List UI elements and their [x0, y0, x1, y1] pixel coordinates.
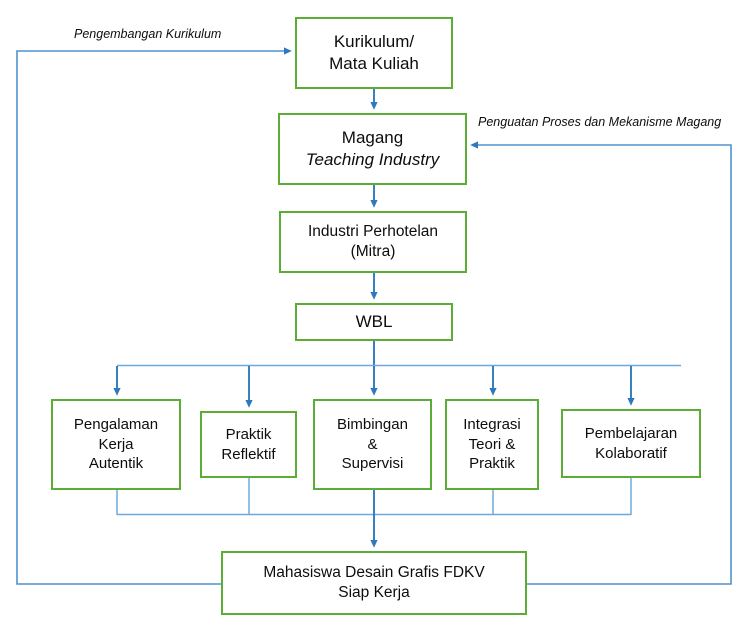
node-industri-line-2: (Mitra) — [350, 243, 396, 260]
node-kurikulum-line-1: Kurikulum/ — [333, 31, 415, 51]
edge-feedback-pengembangan — [16, 47, 292, 585]
node-integrasi-line-1: Integrasi — [463, 415, 521, 433]
node-pembelajaran-line-1: Pembelajaran — [584, 424, 678, 442]
node-magang-teaching-industry[interactable]: Magang Teaching Industry — [278, 113, 467, 185]
node-bimbingan-line-3: Supervisi — [341, 455, 404, 473]
node-praktik-reflektif[interactable]: Praktik Reflektif — [200, 411, 297, 478]
node-integrasi-teori-praktik[interactable]: Integrasi Teori & Praktik — [445, 399, 539, 490]
node-praktik-line-1: Praktik — [225, 425, 272, 443]
node-magang-line-2: Teaching Industry — [305, 150, 440, 169]
node-pengalaman-kerja-autentik[interactable]: Pengalaman Kerja Autentik — [51, 399, 181, 490]
node-pembelajaran-line-2: Kolaboratif — [595, 444, 667, 462]
node-pembelajaran-kolaboratif[interactable]: Pembelajaran Kolaboratif — [561, 409, 701, 478]
edge-feedback-penguatan — [470, 141, 732, 585]
node-integrasi-line-3: Praktik — [469, 455, 515, 473]
node-magang-line-1: Magang — [341, 127, 404, 147]
node-mahasiswa-line-2: Siap Kerja — [338, 584, 410, 601]
node-praktik-line-2: Reflektif — [221, 445, 276, 463]
node-bimbingan-line-1: Bimbingan — [337, 415, 408, 433]
node-kurikulum-line-2: Mata Kuliah — [329, 54, 419, 73]
node-bimbingan-supervisi[interactable]: Bimbingan & Supervisi — [313, 399, 432, 490]
node-mahasiswa-line-1: Mahasiswa Desain Grafis FDKV — [263, 563, 485, 581]
node-pengalaman-line-1: Pengalaman — [73, 415, 159, 433]
node-pengalaman-line-3: Autentik — [88, 455, 144, 473]
edge-label-pengembangan-kurikulum: Pengembangan Kurikulum — [74, 27, 222, 41]
node-bimbingan-line-2: & — [367, 435, 378, 453]
node-wbl[interactable]: WBL — [295, 303, 453, 341]
node-kurikulum[interactable]: Kurikulum/ Mata Kuliah — [295, 17, 453, 89]
node-industri-line-1: Industri Perhotelan — [307, 222, 439, 240]
node-wbl-line-1: WBL — [355, 311, 393, 331]
edge-label-penguatan-proses: Penguatan Proses dan Mekanisme Magang — [478, 115, 722, 129]
node-mahasiswa-siap-kerja[interactable]: Mahasiswa Desain Grafis FDKV Siap Kerja — [221, 551, 527, 615]
node-pengalaman-line-2: Kerja — [98, 435, 134, 453]
node-integrasi-line-2: Teori & — [468, 435, 516, 453]
node-industri-perhotelan[interactable]: Industri Perhotelan (Mitra) — [279, 211, 467, 273]
